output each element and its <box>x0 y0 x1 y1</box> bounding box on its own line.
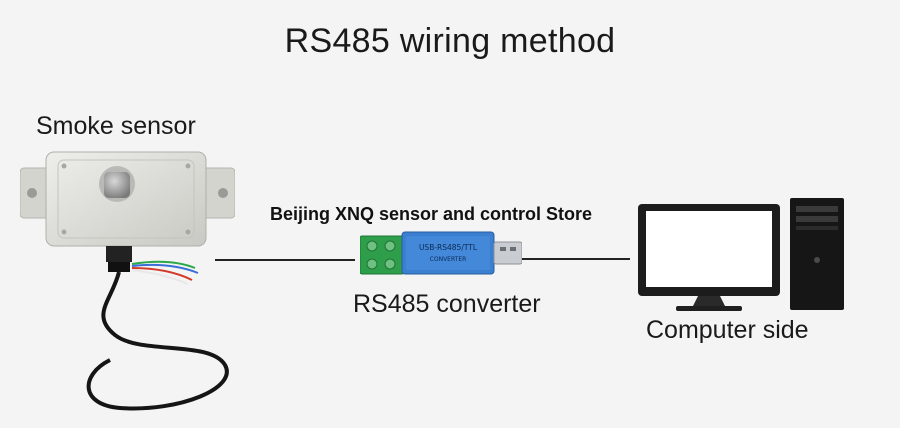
sensor-to-converter-wire <box>215 259 355 261</box>
smoke-sensor-image <box>20 151 235 411</box>
computer-image <box>638 198 844 311</box>
converter-print-model: USB-RS485/TTL <box>419 243 478 252</box>
converter-to-computer-wire <box>522 258 630 260</box>
converter-print-converter: CONVERTER <box>430 256 467 263</box>
store-watermark: Beijing XNQ sensor and control Store <box>270 204 593 224</box>
rs485-converter-label: RS485 converter <box>353 290 541 318</box>
diagram-title: RS485 wiring method <box>284 22 616 60</box>
rs485-converter-image: USB-RS485/TTL CONVERTER <box>360 231 522 275</box>
computer-side-label: Computer side <box>646 316 809 344</box>
smoke-sensor-label: Smoke sensor <box>36 112 196 140</box>
